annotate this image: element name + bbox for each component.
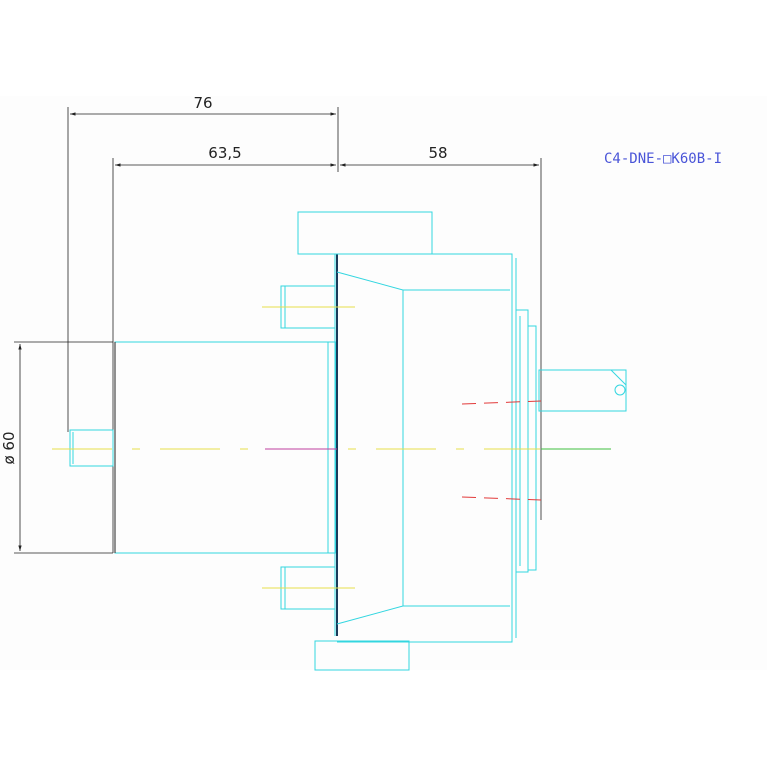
output-flange bbox=[515, 309, 537, 573]
drawing-background bbox=[0, 96, 767, 670]
output-shaft bbox=[538, 369, 627, 412]
dimension-diameter-60: ø 60 bbox=[0, 341, 113, 554]
dimension-diameter-60-text: ø 60 bbox=[0, 431, 18, 464]
dimension-76: 76 bbox=[67, 94, 339, 432]
upper-red-centerline bbox=[461, 400, 542, 405]
dimension-58: 58 bbox=[340, 144, 542, 520]
dimension-76-text: 76 bbox=[193, 94, 212, 112]
model-label: C4-DNE-□K60B-I bbox=[604, 151, 722, 167]
rear-shaft-stub bbox=[69, 429, 114, 467]
centerlines bbox=[52, 306, 611, 589]
dimension-63-5: 63,5 bbox=[112, 144, 336, 553]
lower-red-centerline bbox=[461, 496, 542, 501]
dimension-63-5-text: 63,5 bbox=[208, 144, 241, 162]
dimension-58-text: 58 bbox=[428, 144, 447, 162]
